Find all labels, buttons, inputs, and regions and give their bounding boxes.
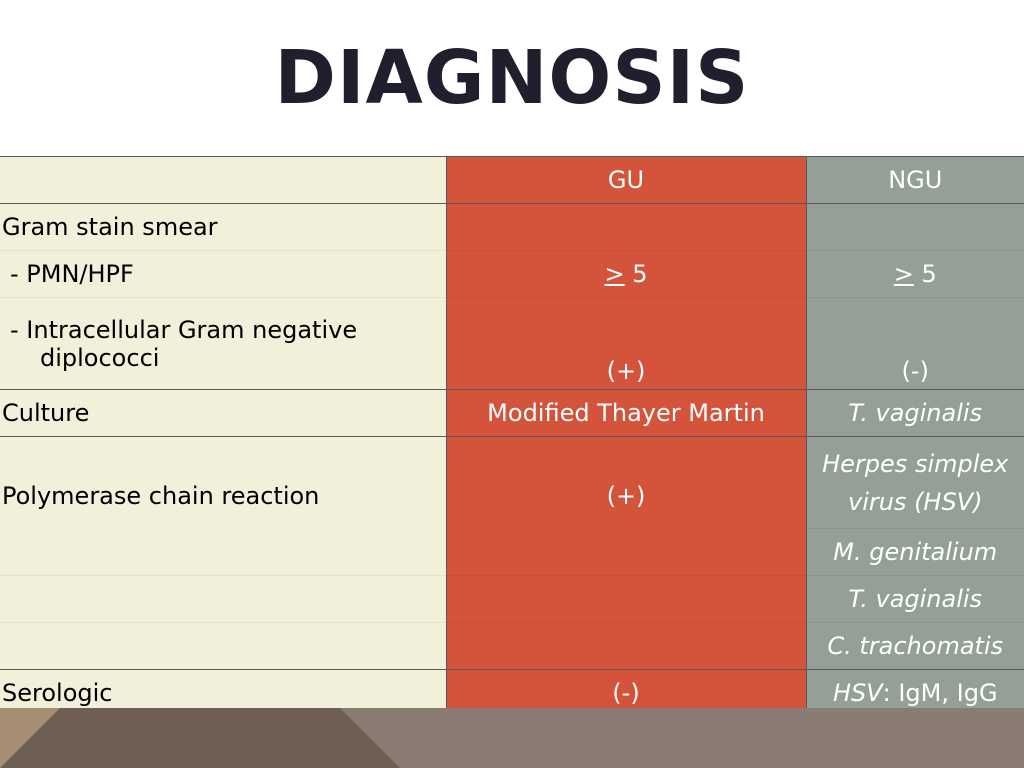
row-label-pmn: - PMN/HPF (0, 250, 447, 298)
table-row-culture: Culture Modified Thayer Martin T. vagina… (0, 389, 1024, 437)
footer-decoration (0, 708, 1024, 768)
gte-symbol: > (604, 260, 625, 288)
table-row-pcr-2: M. genitalium (0, 528, 1024, 576)
cell-intracellular-gu: (+) (446, 297, 807, 390)
footer-shape-dark (0, 708, 400, 768)
row-label-intracellular-line2: diplococci (40, 343, 160, 372)
cell-pmn-ngu-value: 5 (913, 260, 937, 288)
row-label-intracellular: - Intracellular Gram negative diplococci (0, 297, 447, 390)
cell-culture-gu: Modified Thayer Martin (446, 389, 807, 437)
cell-pmn-gu: > 5 (446, 250, 807, 298)
diagnosis-table: GU NGU Gram stain smear - PMN/HPF > 5 > … (0, 156, 1024, 717)
table-row-pcr-3: T. vaginalis (0, 575, 1024, 623)
cell-intracellular-ngu: (-) (806, 297, 1024, 390)
cell-pcr-gu: (+) (446, 436, 807, 576)
row-label-pcr: Polymerase chain reaction (0, 436, 447, 576)
table-row-pcr-4: C. trachomatis (0, 622, 1024, 670)
cell-pcr-ngu-2: M. genitalium (806, 528, 1024, 576)
table-row-gram-stain: Gram stain smear (0, 203, 1024, 251)
cell-culture-ngu: T. vaginalis (806, 389, 1024, 437)
row-label-gram-stain: Gram stain smear (0, 203, 447, 251)
cell-serologic-ngu-rest: : IgM, IgG (882, 679, 998, 707)
cell-pcr-ngu-4: C. trachomatis (806, 622, 1024, 670)
cell-pmn-ngu: > 5 (806, 250, 1024, 298)
table-row-pcr: Polymerase chain reaction (+) Herpes sim… (0, 436, 1024, 576)
cell-pcr-ngu-1: Herpes simplex virus (HSV) (806, 436, 1024, 529)
cell-gram-ngu (806, 203, 1024, 251)
cell-pcr-blank-3b (446, 575, 807, 623)
cell-pcr-blank-4b (446, 622, 807, 670)
table-header-row: GU NGU (0, 156, 1024, 204)
cell-pmn-gu-value: 5 (624, 260, 648, 288)
cell-pcr-ngu-3: T. vaginalis (806, 575, 1024, 623)
header-cell-empty (0, 156, 447, 204)
row-label-intracellular-line1: - Intracellular Gram negative (10, 315, 358, 344)
cell-gram-gu (446, 203, 807, 251)
table-row-pmn: - PMN/HPF > 5 > 5 (0, 250, 1024, 298)
cell-serologic-ngu-hsv: HSV (832, 679, 883, 707)
gte-symbol: > (893, 260, 914, 288)
header-cell-ngu: NGU (806, 156, 1024, 204)
cell-pcr-blank-4a (0, 622, 447, 670)
table-row-intracellular: - Intracellular Gram negative diplococci… (0, 297, 1024, 390)
header-cell-gu: GU (446, 156, 807, 204)
cell-pcr-blank-3a (0, 575, 447, 623)
slide-title: DIAGNOSIS (274, 35, 750, 121)
row-label-culture: Culture (0, 389, 447, 437)
